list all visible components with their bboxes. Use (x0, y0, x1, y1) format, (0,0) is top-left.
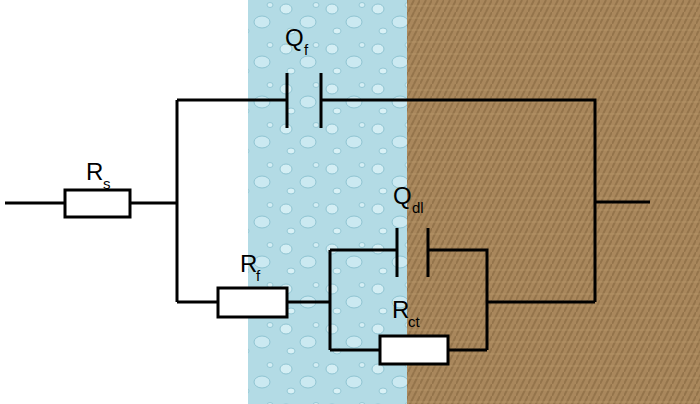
component-symbol: R (240, 252, 257, 276)
component-symbol: Q (285, 26, 304, 50)
fabric-region (407, 0, 700, 404)
capacitor-symbol (177, 73, 650, 302)
component-symbol: R (86, 160, 103, 184)
component-symbol: Q (393, 184, 412, 208)
component-subscript: f (304, 42, 308, 57)
resistor-symbol (380, 336, 448, 364)
component-symbol: R (392, 298, 409, 322)
resistor-symbol (65, 190, 130, 217)
wire (130, 100, 177, 302)
resistor-symbol (218, 288, 287, 317)
capacitor-symbol (287, 228, 595, 350)
wire (177, 301, 218, 304)
component-subscript: s (103, 176, 111, 191)
component-subscript: dl (412, 200, 424, 215)
wire (5, 202, 65, 205)
component-subscript: f (256, 268, 260, 283)
wires (5, 73, 650, 364)
component-subscript: ct (408, 314, 420, 329)
